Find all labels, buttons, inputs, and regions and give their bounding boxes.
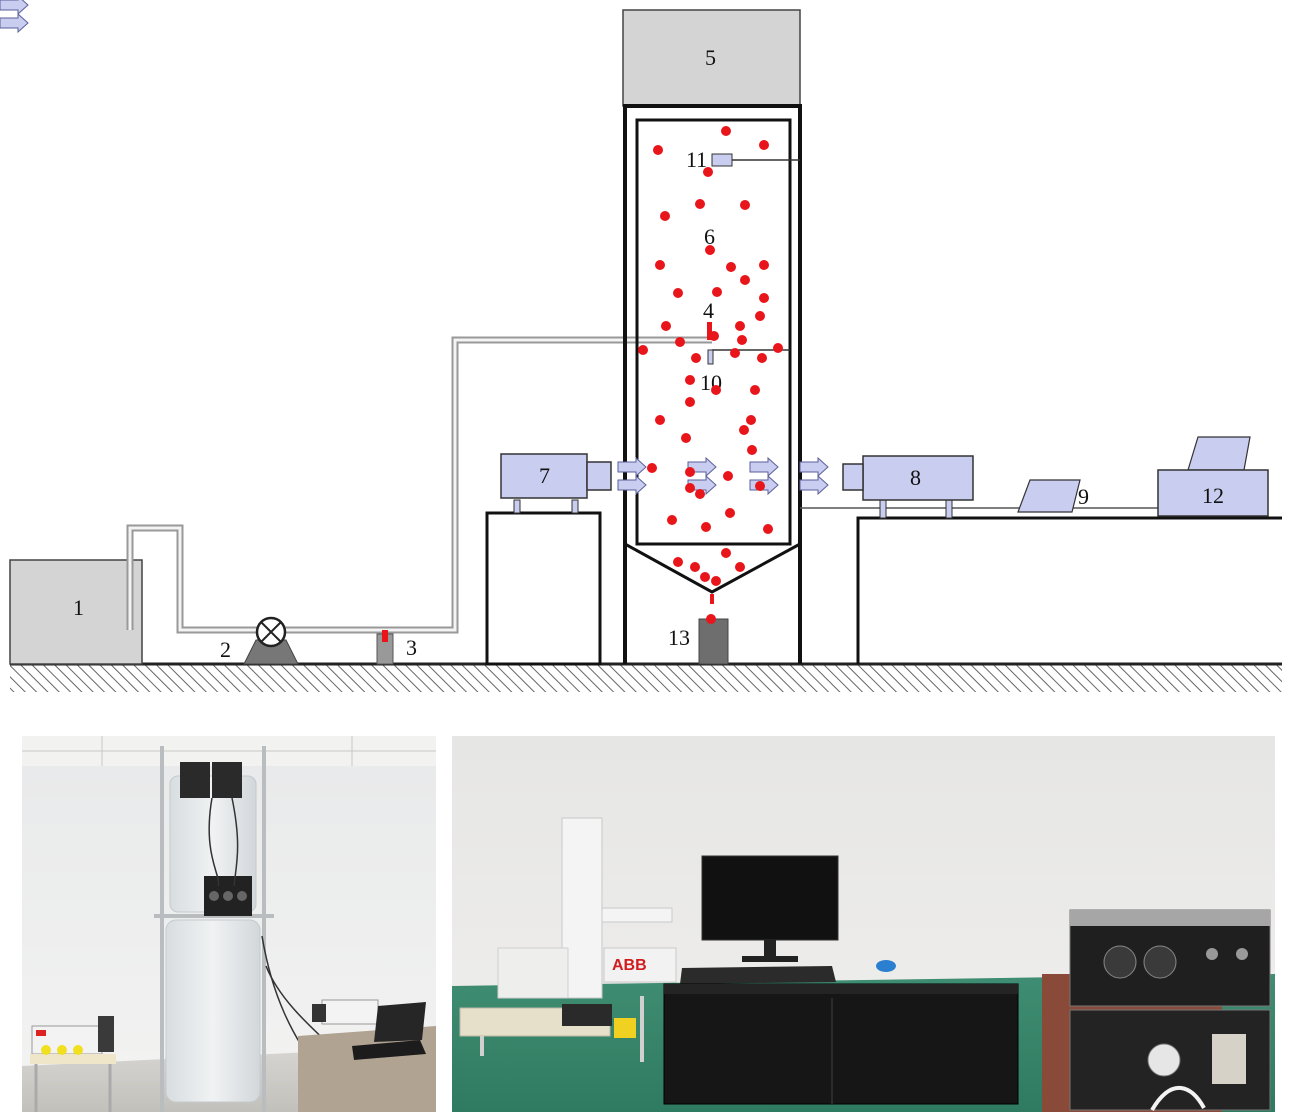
label-6: 6: [704, 224, 715, 249]
droplet: [685, 397, 695, 407]
droplet: [757, 353, 767, 363]
label-7: 7: [539, 463, 550, 488]
droplet: [721, 548, 731, 558]
droplet: [660, 211, 670, 221]
droplet: [673, 557, 683, 567]
droplet: [730, 348, 740, 358]
droplet: [739, 425, 749, 435]
droplet: [691, 353, 701, 363]
droplet: [706, 614, 716, 624]
droplet: [701, 522, 711, 532]
label-2: 2: [220, 637, 231, 662]
droplet: [735, 562, 745, 572]
droplet: [695, 489, 705, 499]
droplet: [759, 260, 769, 270]
droplet: [695, 199, 705, 209]
droplet: [690, 562, 700, 572]
droplet: [638, 345, 648, 355]
droplet: [721, 126, 731, 136]
droplet: [759, 140, 769, 150]
label-9: 9: [1078, 484, 1089, 509]
analyzer: [1157, 436, 1269, 517]
droplet: [773, 343, 783, 353]
droplet: [740, 200, 750, 210]
droplet: [735, 321, 745, 331]
droplet: [647, 463, 657, 473]
droplet: [750, 385, 760, 395]
droplet: [740, 275, 750, 285]
droplet: [726, 262, 736, 272]
droplet: [703, 167, 713, 177]
droplet: [763, 524, 773, 534]
experimental-setup-schematic: 1 2 3 5 6 4 11 10 7: [0, 0, 1282, 692]
label-8: 8: [910, 465, 921, 490]
droplet: [725, 508, 735, 518]
label-4: 4: [703, 298, 714, 323]
droplet: [681, 433, 691, 443]
top-box: [622, 9, 801, 107]
label-3: 3: [406, 635, 417, 660]
droplet: [673, 288, 683, 298]
droplet: [700, 572, 710, 582]
laptop: [1017, 479, 1081, 513]
droplet: [746, 415, 756, 425]
droplet: [705, 245, 715, 255]
photo-analyzer-station: ABB: [452, 736, 1275, 1112]
collector: [698, 618, 729, 665]
right-table: [856, 516, 1282, 664]
droplet: [667, 515, 677, 525]
droplet: [653, 145, 663, 155]
light-beam-arrows: [0, 0, 829, 495]
laser-receiver: [842, 455, 974, 519]
nozzle: [707, 322, 712, 340]
left-stand: [485, 511, 602, 666]
settling-column: [623, 104, 802, 664]
droplet: [709, 331, 719, 341]
photo-column-apparatus: [22, 736, 436, 1112]
lower-sensor: [707, 349, 714, 365]
droplet: [655, 415, 665, 425]
droplet: [711, 576, 721, 586]
pump-base: [243, 639, 299, 665]
droplet: [755, 481, 765, 491]
label-12: 12: [1202, 483, 1224, 508]
droplet: [723, 471, 733, 481]
droplet: [685, 467, 695, 477]
droplet: [675, 337, 685, 347]
droplet: [685, 375, 695, 385]
label-13: 13: [668, 625, 690, 650]
water-tank: [9, 559, 143, 665]
droplet: [712, 287, 722, 297]
label-5: 5: [705, 45, 716, 70]
laser-transmitter: [500, 453, 612, 514]
droplet: [661, 321, 671, 331]
drain-drops: [710, 594, 714, 604]
droplets: [638, 126, 783, 624]
upper-sensor: [711, 153, 733, 167]
droplet: [755, 311, 765, 321]
droplet: [711, 385, 721, 395]
droplet: [759, 293, 769, 303]
ground: [10, 664, 1282, 692]
droplet: [747, 445, 757, 455]
label-11: 11: [686, 147, 707, 172]
droplet: [655, 260, 665, 270]
droplet: [685, 483, 695, 493]
droplet: [737, 335, 747, 345]
brand-logo: ABB: [612, 957, 647, 974]
label-1: 1: [73, 595, 84, 620]
